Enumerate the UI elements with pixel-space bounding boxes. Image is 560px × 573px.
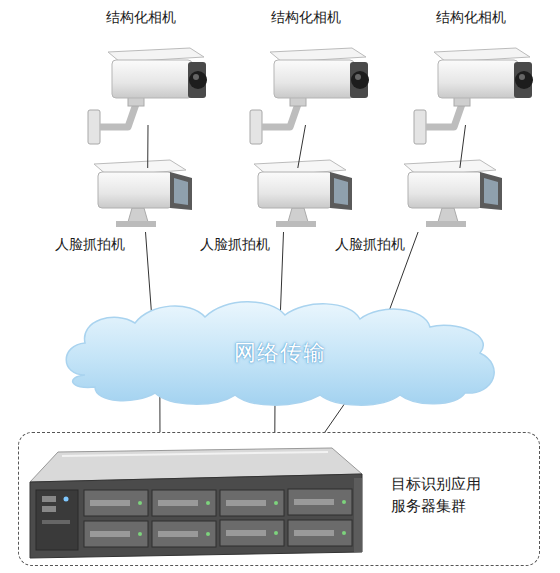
server-illustration — [274, 531, 278, 535]
server-illustration — [342, 500, 346, 504]
server-illustration — [342, 531, 346, 535]
connector-line — [147, 125, 148, 168]
structured-camera: 结构化相机 — [78, 8, 203, 125]
camera-label: 人脸抓拍机 — [55, 235, 125, 253]
server-illustration — [90, 500, 130, 506]
connector-line — [146, 232, 153, 323]
structured-camera: 结构化相机 — [408, 8, 533, 125]
structured-camera-illustration — [250, 48, 369, 144]
network-cloud: 网络传输 — [55, 295, 505, 405]
server-cluster-group: 目标识别应用 服务器集群 — [18, 432, 540, 566]
camera-label: 人脸抓拍机 — [200, 235, 270, 253]
server-illustration — [30, 474, 362, 558]
camera-label: 结构化相机 — [243, 8, 368, 26]
server-illustration — [152, 521, 216, 547]
server-illustration — [226, 500, 266, 506]
server-illustration — [84, 490, 148, 516]
server-illustration — [64, 497, 69, 502]
face-capture-camera: 人脸抓拍机 — [245, 168, 355, 232]
server-illustration — [220, 490, 284, 516]
structured-camera-illustration — [414, 48, 533, 144]
connector-line — [280, 232, 284, 323]
connector-line — [460, 125, 466, 168]
cloud-label: 网络传输 — [55, 339, 505, 367]
face-camera-illustration — [94, 160, 192, 227]
server-illustration — [158, 500, 198, 506]
server-illustration — [206, 532, 210, 536]
server-illustration — [42, 520, 70, 524]
face-camera-illustration — [404, 160, 502, 227]
server-illustration — [84, 521, 148, 547]
server-illustration — [30, 448, 362, 558]
server-illustration — [206, 501, 210, 505]
server-illustration — [288, 489, 352, 515]
server-illustration — [36, 490, 78, 550]
server-illustration — [62, 452, 328, 456]
camera-label: 人脸抓拍机 — [335, 235, 405, 253]
camera-label: 结构化相机 — [408, 8, 533, 26]
server-illustration — [294, 530, 334, 536]
server-illustration — [220, 520, 284, 546]
server-illustration — [288, 520, 352, 546]
face-capture-camera: 人脸抓拍机 — [85, 168, 195, 232]
server-illustration — [226, 530, 266, 536]
structured-camera: 结构化相机 — [243, 8, 368, 125]
server-illustration — [294, 499, 334, 505]
server-illustration — [152, 490, 216, 516]
server-illustration — [42, 496, 56, 502]
group-label: 目标识别应用 服务器集群 — [391, 473, 491, 517]
face-camera-illustration — [254, 160, 352, 227]
server-illustration — [138, 501, 142, 505]
server-illustration — [354, 478, 362, 552]
server-illustration — [138, 532, 142, 536]
server-illustration — [274, 501, 278, 505]
server-illustration — [42, 506, 56, 512]
server-illustration — [158, 531, 198, 537]
camera-label: 结构化相机 — [78, 8, 203, 26]
connector-line — [298, 125, 306, 168]
face-capture-camera: 人脸抓拍机 — [395, 168, 505, 232]
server-illustration — [90, 531, 130, 537]
